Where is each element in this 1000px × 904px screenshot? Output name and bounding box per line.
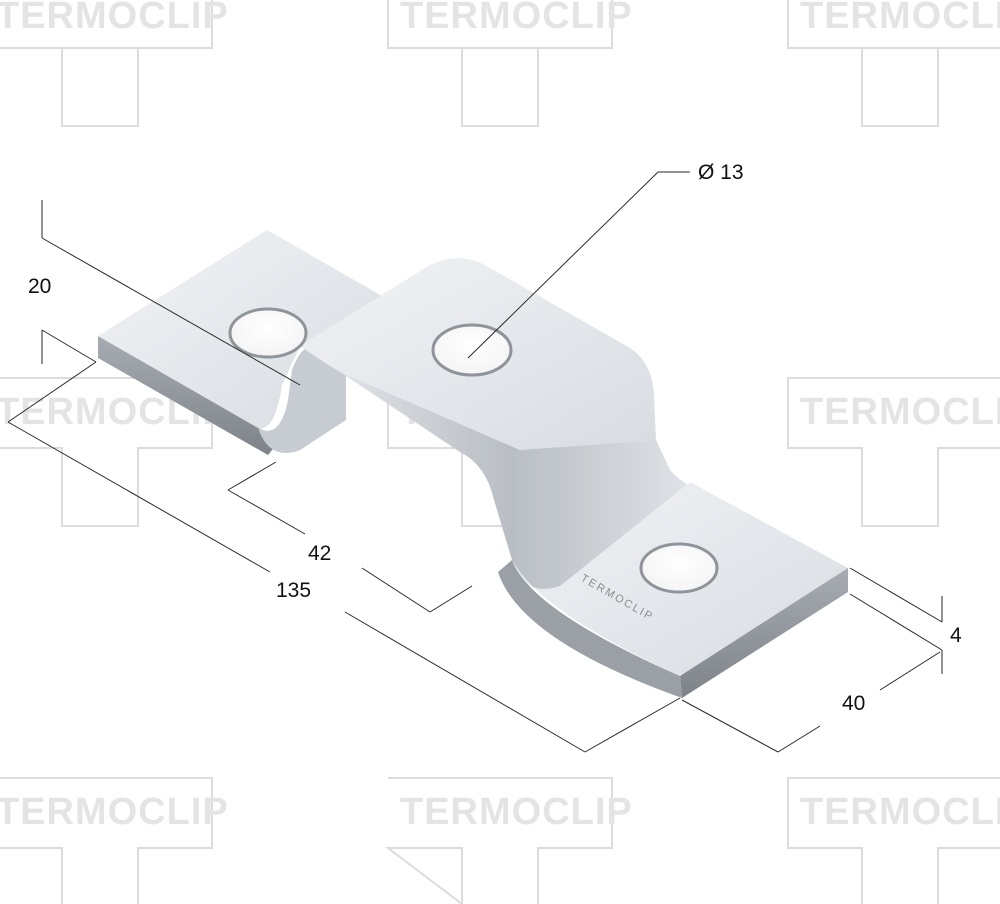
watermark-logo: TERMOCLIP xyxy=(787,0,1000,127)
omega-bracket: TERMOCLIP xyxy=(98,230,848,698)
watermark-logo: TERMOCLIP xyxy=(787,777,1000,904)
bend-line-left xyxy=(227,489,306,535)
height-label: 20 xyxy=(28,275,51,298)
watermark-logo: TERMOCLIP xyxy=(0,0,229,127)
length-extension-left xyxy=(7,361,97,423)
bend-extension-right xyxy=(429,585,473,613)
width-line-right xyxy=(879,651,941,691)
watermark-text: TERMOCLIP xyxy=(400,791,633,833)
watermark-text: TERMOCLIP xyxy=(0,791,229,833)
height-extension-bottom xyxy=(41,329,97,363)
watermark-logo: TERMOCLIP xyxy=(787,377,1000,527)
watermark-text: TERMOCLIP xyxy=(0,0,229,37)
left-flange-edge xyxy=(98,336,280,455)
watermark-logo: TERMOCLIP xyxy=(387,0,633,127)
hole-diameter-leader xyxy=(467,171,690,359)
bend-width-label: 42 xyxy=(308,542,331,565)
thickness-label: 4 xyxy=(950,624,962,647)
thickness-extension-top xyxy=(849,567,943,623)
length-line-right xyxy=(344,611,586,753)
right-flange-front-edge xyxy=(498,560,682,698)
thickness-extension-bottom xyxy=(849,593,943,651)
width-line-left xyxy=(777,725,821,753)
watermark-text: TERMOCLIP xyxy=(800,391,1000,433)
width-label: 40 xyxy=(842,692,865,715)
bend-extension-left xyxy=(227,461,277,491)
watermark-text: TERMOCLIP xyxy=(400,0,633,37)
watermark-text: TERMOCLIP xyxy=(800,791,1000,833)
length-label: 135 xyxy=(276,579,311,602)
bend-line-right xyxy=(361,567,431,613)
hole-center xyxy=(431,323,513,377)
hole-diameter-label: Ø 13 xyxy=(698,161,744,184)
right-flange-edge xyxy=(680,568,848,698)
watermark-logo: TERMOCLIP xyxy=(385,777,633,904)
length-extension-right xyxy=(584,697,681,753)
hole-left xyxy=(228,307,308,359)
height-extension-top xyxy=(41,237,301,386)
hole-right xyxy=(639,542,719,594)
length-line-left xyxy=(7,421,271,573)
watermark-text: TERMOCLIP xyxy=(800,0,1000,37)
width-extension-left xyxy=(681,699,779,753)
watermark-logo: TERMOCLIP xyxy=(0,777,229,904)
dimensions: Ø 13 20 135 42 4 40 xyxy=(7,161,962,753)
